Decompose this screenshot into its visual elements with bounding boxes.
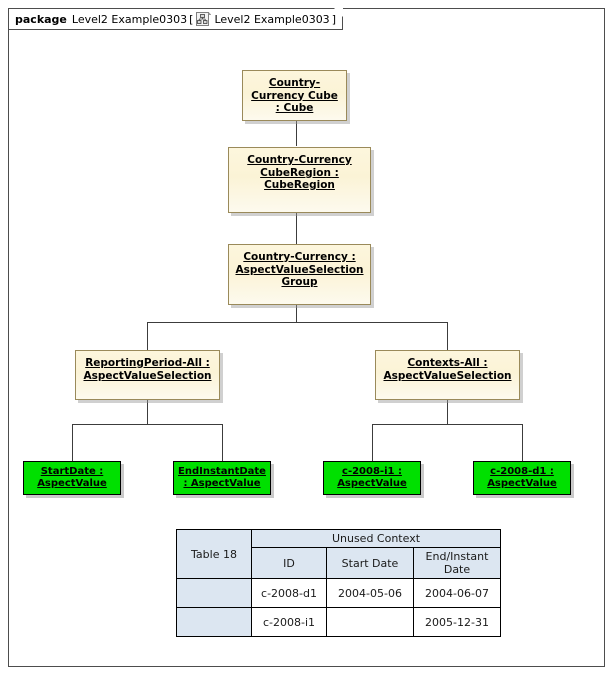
table-row-label: Table 18 (176, 529, 252, 579)
connector-to-c-2008-i1 (372, 424, 373, 461)
node-label: Country- Currency Cube : Cube (251, 77, 338, 114)
table-cell-id: c-2008-d1 (251, 578, 327, 608)
bracket-close: ] (331, 12, 336, 26)
node-endinstantdate-aspectvalue[interactable]: EndInstantDate : AspectValue (173, 461, 271, 495)
unused-context-table: Table 18 Unused Context ID Start Date En… (176, 529, 501, 637)
connector-cube-to-cuberegion (296, 121, 297, 146)
connector-to-end-instant-date (222, 424, 223, 461)
connector-to-start-date (72, 424, 73, 461)
connector-group-drop (296, 305, 297, 322)
table-cell-end-instant-date: 2004-06-07 (413, 578, 501, 608)
table-cell-start-date (326, 607, 414, 637)
node-label: StartDate : AspectValue (37, 466, 107, 489)
connector-reporting-drop (147, 400, 148, 424)
package-header-tab: package Level2 Example0303 [ Level2 Exam… (8, 8, 343, 30)
table-column-header-start-date: Start Date (326, 547, 414, 579)
table-row-label-cell (176, 578, 252, 608)
table-column-header-id: ID (251, 547, 327, 579)
node-c-2008-i1-aspectvalue[interactable]: c-2008-i1 : AspectValue (323, 461, 421, 495)
table-cell-start-date: 2004-05-06 (326, 578, 414, 608)
bracket-open: [ (189, 12, 194, 26)
table-column-header-end-instant-date: End/Instant Date (413, 547, 501, 579)
connector-to-contexts-all (447, 322, 448, 350)
table-row: c-2008-d1 2004-05-06 2004-06-07 (176, 578, 501, 608)
node-country-currency-cuberegion[interactable]: Country-Currency CubeRegion : CubeRegion (228, 147, 371, 213)
package-diagram-name: Level2 Example0303 (214, 12, 330, 26)
connector-group-bar (147, 322, 447, 323)
node-label: c-2008-d1 : AspectValue (487, 466, 557, 489)
node-label: Country-Currency : AspectValueSelection … (235, 251, 364, 288)
diagram-icon (196, 12, 212, 26)
node-startdate-aspectvalue[interactable]: StartDate : AspectValue (23, 461, 121, 495)
table-group-header: Unused Context (251, 529, 501, 548)
table-header-row-columns: ID Start Date End/Instant Date (177, 547, 501, 579)
table-row-label-cell (176, 607, 252, 637)
package-keyword: package (15, 12, 67, 26)
connector-to-c-2008-d1 (522, 424, 523, 461)
tab-corner-cut (333, 8, 343, 17)
table-cell-end-instant-date: 2005-12-31 (413, 607, 501, 637)
node-contexts-all[interactable]: Contexts-All : AspectValueSelection (375, 350, 520, 400)
node-label: c-2008-i1 : AspectValue (337, 466, 407, 489)
node-c-2008-d1-aspectvalue[interactable]: c-2008-d1 : AspectValue (473, 461, 571, 495)
table-row: c-2008-i1 2005-12-31 (176, 607, 501, 637)
table-cell-id: c-2008-i1 (251, 607, 327, 637)
node-label: EndInstantDate : AspectValue (178, 466, 266, 489)
node-country-currency-avs-group[interactable]: Country-Currency : AspectValueSelection … (228, 244, 371, 305)
node-label: ReportingPeriod-All : AspectValueSelecti… (83, 357, 212, 382)
connector-contexts-bar (372, 424, 523, 425)
table-header-row-group: Table 18 Unused Context (176, 529, 501, 579)
node-label: Country-Currency CubeRegion : CubeRegion (247, 154, 352, 191)
connector-contexts-drop (447, 400, 448, 424)
package-name: Level2 Example0303 (71, 12, 188, 26)
node-country-currency-cube[interactable]: Country- Currency Cube : Cube (242, 70, 347, 121)
node-label: Contexts-All : AspectValueSelection (383, 357, 512, 382)
node-reportingperiod-all[interactable]: ReportingPeriod-All : AspectValueSelecti… (75, 350, 220, 400)
connector-to-reporting-period (147, 322, 148, 350)
connector-reporting-bar (72, 424, 223, 425)
connector-cuberegion-to-group (296, 213, 297, 244)
